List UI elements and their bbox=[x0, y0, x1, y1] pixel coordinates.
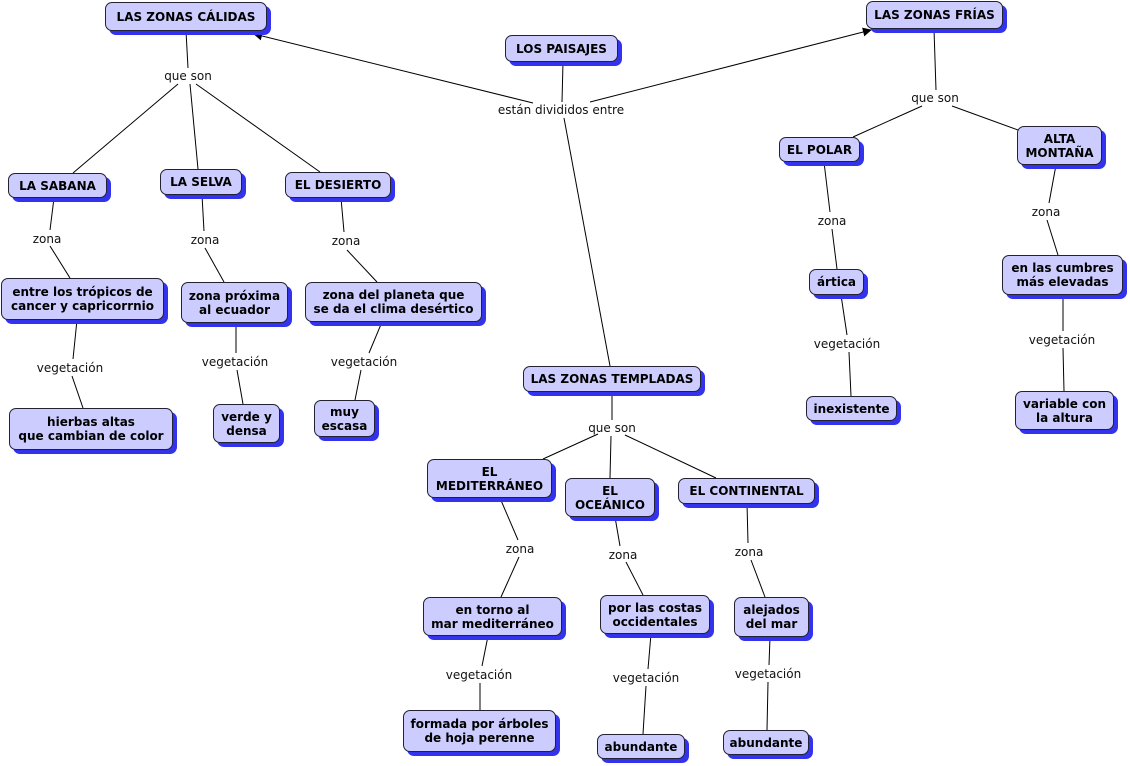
concept-alta-montana[interactable]: ALTA MONTAÑA bbox=[1017, 126, 1102, 165]
connector-line bbox=[236, 369, 244, 405]
connector-line bbox=[766, 681, 769, 731]
link-label-zona[interactable]: zona bbox=[190, 233, 220, 247]
concept-zonas-calidas[interactable]: LAS ZONAS CÁLIDAS bbox=[105, 2, 267, 31]
link-label-zona[interactable]: zona bbox=[734, 545, 764, 559]
connector-line bbox=[563, 117, 611, 367]
concept-el-polar[interactable]: EL POLAR bbox=[779, 137, 860, 162]
connector-line bbox=[852, 105, 923, 138]
link-label-root[interactable]: están divididos entre bbox=[497, 103, 625, 117]
link-label-zona[interactable]: zona bbox=[331, 234, 361, 248]
concept-sabana-zona[interactable]: entre los trópicos de cancer y capricorr… bbox=[1, 278, 164, 320]
link-label-vegetacion[interactable]: vegetación bbox=[813, 337, 881, 351]
concept-montana-vegetacion[interactable]: variable con la altura bbox=[1015, 391, 1114, 430]
link-label-vegetacion[interactable]: vegetación bbox=[445, 668, 513, 682]
concept-oceanico-vegetacion[interactable]: abundante bbox=[597, 734, 685, 759]
connector-line bbox=[951, 105, 1019, 131]
link-label-vegetacion[interactable]: vegetación bbox=[734, 667, 802, 681]
link-label-templadas[interactable]: que son bbox=[588, 421, 636, 435]
concept-la-sabana[interactable]: LA SABANA bbox=[8, 173, 107, 198]
concept-el-mediterraneo[interactable]: EL MEDITERRÁNEO bbox=[427, 459, 552, 498]
concept-selva-zona[interactable]: zona próxima al ecuador bbox=[181, 282, 288, 323]
concept-desierto-vegetacion[interactable]: muy escasa bbox=[314, 400, 375, 437]
connector-line bbox=[831, 228, 838, 270]
concept-montana-zona[interactable]: en las cumbres más elevadas bbox=[1002, 255, 1123, 295]
connector-line bbox=[204, 247, 225, 283]
link-label-vegetacion[interactable]: vegetación bbox=[612, 671, 680, 685]
connector-line bbox=[481, 635, 489, 667]
link-label-zona[interactable]: zona bbox=[505, 542, 535, 556]
connector-line bbox=[1046, 219, 1059, 256]
link-label-calidas[interactable]: que son bbox=[164, 69, 212, 83]
link-label-zona[interactable]: zona bbox=[1031, 205, 1061, 219]
link-label-vegetacion[interactable]: vegetación bbox=[1028, 333, 1096, 347]
link-label-vegetacion[interactable]: vegetación bbox=[201, 355, 269, 369]
connector-line bbox=[346, 249, 378, 283]
connector-line bbox=[201, 194, 205, 232]
concept-la-selva[interactable]: LA SELVA bbox=[160, 169, 242, 195]
connector-line bbox=[823, 161, 831, 213]
connector-line bbox=[49, 197, 55, 231]
link-label-zona[interactable]: zona bbox=[608, 548, 638, 562]
concept-mediterraneo-zona[interactable]: en torno al mar mediterráneo bbox=[423, 597, 562, 636]
connector-line bbox=[746, 502, 749, 544]
concept-selva-vegetacion[interactable]: verde y densa bbox=[213, 404, 280, 443]
connector-line bbox=[750, 559, 766, 598]
connector-line bbox=[185, 30, 189, 69]
concept-el-oceanico[interactable]: EL OCEÁNICO bbox=[565, 478, 655, 517]
concept-mediterraneo-vegetacion[interactable]: formada por árboles de hoja perenne bbox=[403, 710, 556, 752]
connector-line bbox=[49, 245, 71, 279]
connector-line bbox=[368, 321, 383, 354]
connector-line bbox=[72, 319, 78, 360]
concept-sabana-vegetacion[interactable]: hierbas altas que cambian de color bbox=[9, 408, 173, 450]
link-label-zona[interactable]: zona bbox=[817, 214, 847, 228]
connector-line bbox=[933, 28, 937, 91]
concept-zonas-frias[interactable]: LAS ZONAS FRÍAS bbox=[866, 1, 1003, 29]
concept-continental-vegetacion[interactable]: abundante bbox=[723, 730, 809, 755]
link-label-vegetacion[interactable]: vegetación bbox=[330, 355, 398, 369]
concept-los-paisajes[interactable]: LOS PAISAJES bbox=[505, 35, 618, 62]
concept-el-continental[interactable]: EL CONTINENTAL bbox=[678, 478, 815, 504]
concept-continental-zona[interactable]: alejados del mar bbox=[734, 597, 809, 637]
connector-line bbox=[848, 351, 852, 397]
arrow-connector-frias bbox=[589, 27, 872, 103]
connector-line bbox=[354, 369, 362, 401]
concept-desierto-zona[interactable]: zona del planeta que se da el clima desé… bbox=[305, 282, 482, 322]
connector-line bbox=[609, 435, 612, 479]
connector-line bbox=[500, 556, 520, 598]
connector-line bbox=[195, 83, 321, 173]
link-label-frias[interactable]: que son bbox=[911, 91, 959, 105]
connector-line bbox=[614, 516, 621, 547]
connector-line bbox=[340, 197, 345, 233]
connector-line bbox=[768, 636, 771, 666]
connector-line bbox=[542, 433, 599, 460]
concept-el-desierto[interactable]: EL DESIERTO bbox=[285, 172, 391, 198]
connector-line bbox=[71, 375, 84, 409]
arrow-connector-calidas bbox=[253, 31, 534, 104]
concept-polar-vegetacion[interactable]: inexistente bbox=[806, 396, 897, 421]
connector-line bbox=[72, 83, 179, 174]
connector-line bbox=[1062, 347, 1065, 392]
connector-line bbox=[642, 685, 647, 735]
connector-line bbox=[647, 633, 652, 670]
connector-line bbox=[840, 294, 848, 336]
concept-polar-zona[interactable]: ártica bbox=[809, 269, 864, 295]
connector-line bbox=[624, 434, 717, 479]
connector-line bbox=[499, 497, 519, 541]
connector-line bbox=[561, 61, 564, 103]
connector-line bbox=[189, 83, 199, 170]
concept-zonas-templadas[interactable]: LAS ZONAS TEMPLADAS bbox=[523, 366, 701, 392]
connector-line bbox=[1048, 164, 1057, 204]
concept-oceanico-zona[interactable]: por las costas occidentales bbox=[600, 595, 710, 634]
link-label-zona[interactable]: zona bbox=[32, 232, 62, 246]
link-label-vegetacion[interactable]: vegetación bbox=[36, 361, 104, 375]
connector-line bbox=[625, 561, 644, 596]
